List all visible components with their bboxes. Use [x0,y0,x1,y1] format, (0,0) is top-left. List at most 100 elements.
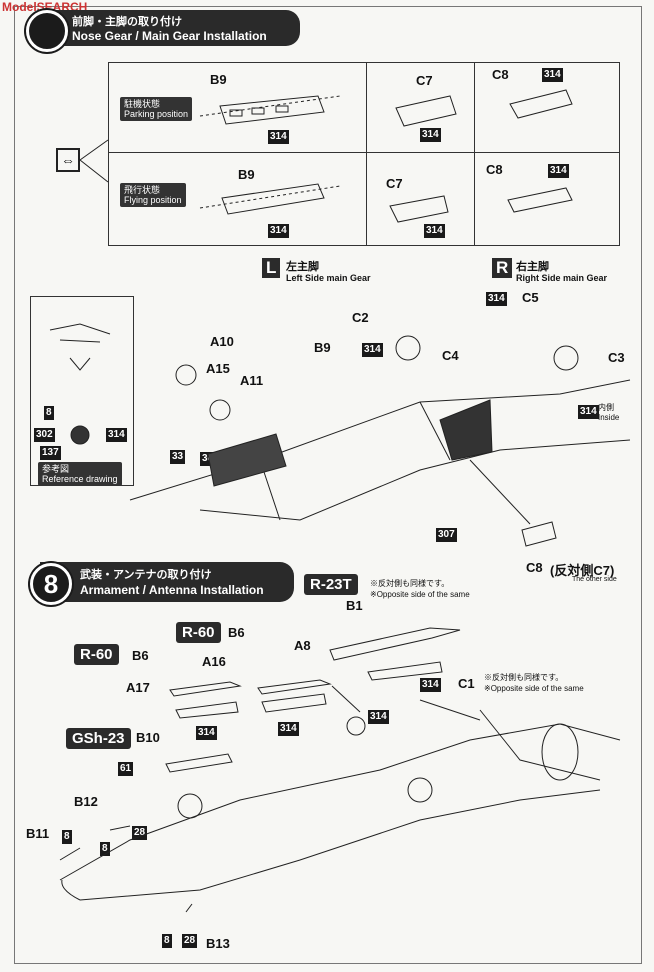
code-314-i: 314 [578,405,599,419]
double-arrow-icon: ⇔ [56,148,80,172]
step7-header [40,10,300,46]
step8-title-jp: 武装・アンテナの取り付け [80,569,212,581]
box-v-divider-2 [474,62,475,246]
note1-jp: ※反対側も同様です。 [370,579,450,588]
code-8-b12: 8 [100,842,110,856]
label-c7-parking: C7 [416,73,433,88]
code-314-k: 314 [368,710,389,724]
code-314-e: 314 [424,224,445,238]
label-a8: A8 [294,638,311,653]
label-c7-flying: C7 [386,176,403,191]
box-h-divider [108,152,620,153]
b9-flying-part [221,183,325,215]
other-side-jp: (反対側C7) [550,563,615,578]
wheel-a11 [209,399,231,421]
label-b6-a: B6 [228,625,245,640]
label-b11: B11 [26,826,50,841]
code-314-c: 314 [542,68,563,82]
label-a10: A10 [210,334,234,349]
label-c8-bottom: C8 [526,560,543,575]
parking-tag: 駐機状態 Parking position [120,97,193,121]
c7-flying-part [389,195,449,223]
label-b1: B1 [346,598,363,613]
reference-en: Reference drawing [42,474,118,484]
missile-r60-b [169,681,242,697]
label-b9-flying: B9 [238,167,255,182]
code-61: 61 [118,762,134,776]
left-gear-badge: L [262,258,281,278]
label-a15: A15 [206,361,230,376]
inside-jp: 内側 [598,403,614,412]
step8-header [40,562,294,602]
c7-parking-part [395,95,457,127]
code-314-h: 314 [486,292,507,306]
label-b9-parking: B9 [210,72,227,87]
pylon-c1 [367,661,443,681]
flying-en: Flying position [124,195,182,205]
c8-bottom-part [521,521,557,547]
label-b13: B13 [206,936,230,951]
b9-parking-part [219,95,325,125]
parking-jp: 駐機状態 [124,99,161,109]
right-gear-badge: R [492,258,513,278]
step7-number-badge [26,10,68,52]
code-28-b13: 28 [182,934,198,948]
code-8-b11: 8 [62,830,72,844]
fuselage-step8 [59,699,621,901]
wheel-right [553,345,579,371]
missile-r60-a [257,679,332,695]
note1-en: ※Opposite side of the same [370,590,470,599]
code-314-f: 314 [548,164,569,178]
code-314-d: 314 [268,224,289,238]
label-c8-parking: C8 [492,67,509,82]
label-b12: B12 [74,794,98,809]
code-8-ref: 8 [44,406,54,420]
code-28-b12: 28 [132,826,148,840]
pylon-a17 [175,701,239,719]
gun-gsh23 [165,753,233,773]
left-gear-en: Left Side main Gear [286,273,371,283]
code-314-l: 314 [278,722,299,736]
label-c4: C4 [442,348,459,363]
label-b9-main: B9 [314,340,331,355]
code-314-b: 314 [420,128,441,142]
step7-title-jp: 前脚・主脚の取り付け [72,16,182,28]
label-a16: A16 [202,654,226,669]
fuselage-step7 [129,379,631,521]
other-side-en: The other side [572,576,617,583]
left-gear-jp: 左主脚 [286,261,319,273]
step8-title-en: Armament / Antenna Installation [80,583,264,597]
weapon-r60-a: R-60 [176,622,221,643]
flying-tag: 飛行状態 Flying position [120,183,186,207]
inside-en: Inside [598,413,620,422]
code-137: 137 [40,446,61,460]
gear-position-box [108,62,620,246]
wheel-c2 [395,335,421,361]
label-c5: C5 [522,290,539,305]
weapon-gsh23: GSh-23 [66,728,131,749]
pylon-a16 [261,693,327,713]
step7-title-en: Nose Gear / Main Gear Installation [72,29,267,43]
code-314-g: 314 [362,343,383,357]
label-b6-b: B6 [132,648,149,663]
c8-flying-part [507,187,573,213]
weapon-r23t: R-23T [304,574,358,595]
label-c8-flying: C8 [486,162,503,177]
missile-r23t [329,627,461,661]
label-c2: C2 [352,310,369,325]
step8-number-badge: 8 [30,563,72,605]
code-307-b: 307 [436,528,457,542]
label-c3: C3 [608,350,625,365]
parking-en: Parking position [124,109,189,119]
reference-tag: 参考図 Reference drawing [38,462,122,486]
c8-parking-part [509,89,573,119]
pylon-a8 [331,685,361,713]
code-314-j: 314 [420,678,441,692]
weapon-r60-b: R-60 [74,644,119,665]
label-a11: A11 [240,373,264,388]
code-302: 302 [34,428,55,442]
label-a17: A17 [126,680,150,695]
flying-jp: 飛行状態 [124,185,161,195]
right-gear-en: Right Side main Gear [516,273,608,283]
